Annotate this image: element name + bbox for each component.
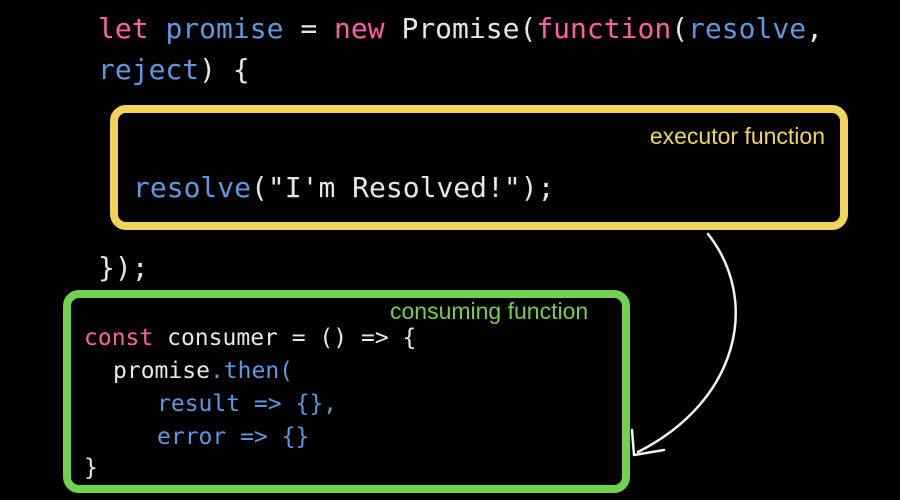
code-header-line2: reject) {	[98, 50, 250, 90]
resolve-call-name: resolve	[133, 171, 252, 204]
keyword-let: let	[98, 12, 149, 45]
paren-close-brace: ) {	[199, 53, 250, 86]
arrow-head	[630, 428, 666, 457]
promise-ref: promise	[113, 358, 210, 384]
keyword-const: const	[84, 325, 154, 351]
paren-open: (	[671, 12, 689, 45]
code-header-line1: let promise = new Promise(function(resol…	[98, 9, 823, 49]
identifier-promise: promise	[165, 12, 284, 45]
result-handler-line: result => {},	[157, 391, 338, 417]
executor-function-label: executor function	[649, 123, 825, 149]
consumer-close-brace: }	[84, 455, 98, 481]
consumer-declaration: consumer = () => {	[167, 325, 417, 351]
promise-constructor: Promise(	[401, 12, 537, 45]
keyword-function: function	[536, 12, 672, 45]
resolve-call-line: resolve("I'm Resolved!");	[133, 168, 554, 208]
operator-equals: =	[300, 12, 318, 45]
consuming-function-box	[63, 290, 630, 493]
comma: ,	[806, 12, 823, 45]
consumer-line2: promise.then(	[113, 355, 293, 388]
keyword-new: new	[334, 12, 385, 45]
consuming-function-label: consuming function	[390, 298, 589, 324]
consumer-line1: const consumer = () => {	[84, 322, 416, 355]
error-handler-line: error => {}	[157, 424, 310, 450]
then-call: .then(	[209, 358, 294, 384]
executor-function-box	[110, 105, 848, 230]
param-resolve: resolve	[688, 12, 807, 45]
arrow-curve	[636, 232, 737, 454]
closing-line: });	[98, 251, 149, 284]
resolve-call-args: ("I'm Resolved!");	[251, 171, 555, 204]
param-reject: reject	[98, 53, 200, 86]
